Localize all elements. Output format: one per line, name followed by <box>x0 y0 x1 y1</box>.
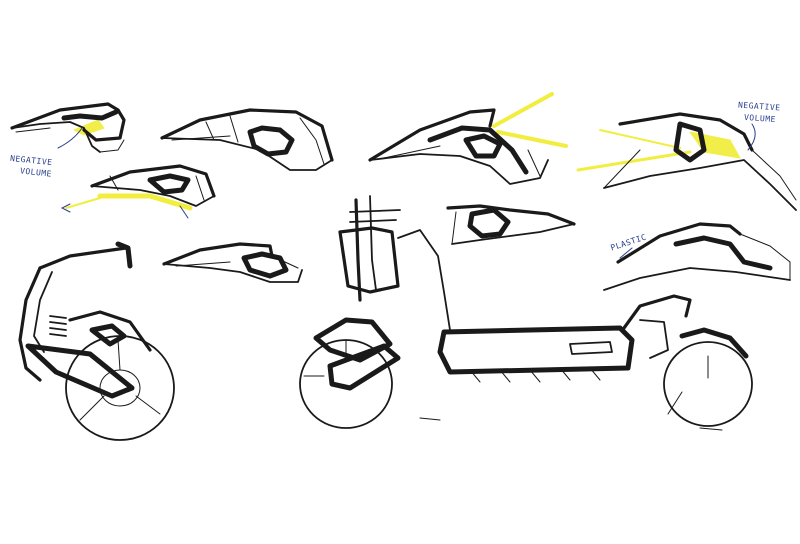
scooter-side-view <box>18 241 175 441</box>
sketch-stroke <box>15 127 125 153</box>
sketch-stroke <box>463 133 503 159</box>
front-fender <box>313 317 393 363</box>
sketch-stroke <box>175 255 299 269</box>
handlebar-grip <box>115 241 133 269</box>
annotation-leader <box>747 123 756 151</box>
steering-column-inner <box>33 271 53 353</box>
steering-column <box>18 266 42 382</box>
sketch-stroke <box>10 102 120 130</box>
annotation-arrow <box>60 203 71 213</box>
sketch-stroke <box>91 185 215 207</box>
sketch-stroke <box>247 125 295 157</box>
rear-shroud <box>679 327 749 359</box>
sketch-stroke <box>603 267 791 291</box>
highlight-fill <box>73 119 105 136</box>
suspension-spring <box>49 315 67 337</box>
front-wheel-detail <box>303 339 347 377</box>
sketch-stroke <box>171 117 325 165</box>
sketch-stroke <box>616 222 742 264</box>
rear-wheel <box>663 341 753 427</box>
sketch-stroke <box>109 175 205 201</box>
steering-stem-side <box>369 195 377 291</box>
sketch-stroke <box>163 263 303 283</box>
sketch-stroke <box>205 115 239 143</box>
highlight-stroke <box>65 197 101 209</box>
deck-detail <box>569 341 613 355</box>
sketch-stroke <box>739 233 791 281</box>
sketch-stroke <box>369 153 549 185</box>
handlebar <box>349 209 401 223</box>
sketch-stroke <box>241 251 289 279</box>
sketch-stroke <box>618 112 754 152</box>
sketch-stroke <box>603 159 797 211</box>
steering-stem <box>354 198 362 302</box>
rear-wheel <box>65 335 175 441</box>
sketch-stroke <box>147 173 191 195</box>
highlight-stroke <box>496 130 568 148</box>
wheel-spoke <box>79 339 161 421</box>
sketch-stroke <box>90 164 216 198</box>
annotation-leader <box>57 127 83 149</box>
highlight-stroke <box>492 92 554 128</box>
shroud <box>68 310 152 352</box>
shroud-sketch-6 <box>576 112 797 211</box>
sketch-stroke <box>11 121 101 153</box>
shroud-sketch-5 <box>368 92 568 185</box>
sketch-stroke <box>162 242 274 266</box>
sketch-stroke <box>603 149 797 201</box>
handlebar-bar <box>38 246 128 270</box>
shroud-sketch-7 <box>446 204 576 245</box>
shroud-sketch-1 <box>10 102 126 153</box>
rear-wheel-detail <box>667 355 709 415</box>
sketch-stroke <box>383 145 541 177</box>
annotation-leader <box>179 205 189 219</box>
sketch-stroke <box>673 235 773 271</box>
rear-suspension <box>639 319 669 359</box>
scooter-full-view <box>299 195 753 431</box>
frame-down-tube <box>397 229 451 331</box>
shroud-sketch-2 <box>160 108 334 171</box>
sketch-stroke <box>451 223 575 245</box>
rear-frame <box>622 294 692 330</box>
sketch-stroke <box>427 125 529 175</box>
sketch-stroke <box>451 211 457 245</box>
deck-hatching <box>469 367 601 383</box>
shroud-sketch-4 <box>162 242 303 283</box>
front-mast <box>338 226 400 294</box>
sketch-stroke <box>368 108 496 162</box>
sketch-stroke <box>82 108 126 142</box>
sketch-stroke <box>61 109 119 121</box>
sketch-stroke <box>160 108 334 162</box>
deck <box>437 325 635 375</box>
annotation-leader <box>619 247 633 259</box>
ground-line <box>419 417 723 431</box>
highlight-stroke <box>599 129 681 149</box>
highlight-stroke <box>576 150 692 172</box>
sketch-stroke <box>446 204 576 226</box>
shroud-sketch-3 <box>60 164 216 219</box>
shroud-sketch-8 <box>603 222 791 291</box>
sketch-stroke <box>673 121 707 163</box>
sketch-stroke <box>161 137 333 171</box>
sketch-stroke <box>467 207 511 239</box>
highlight-stroke <box>97 193 193 211</box>
